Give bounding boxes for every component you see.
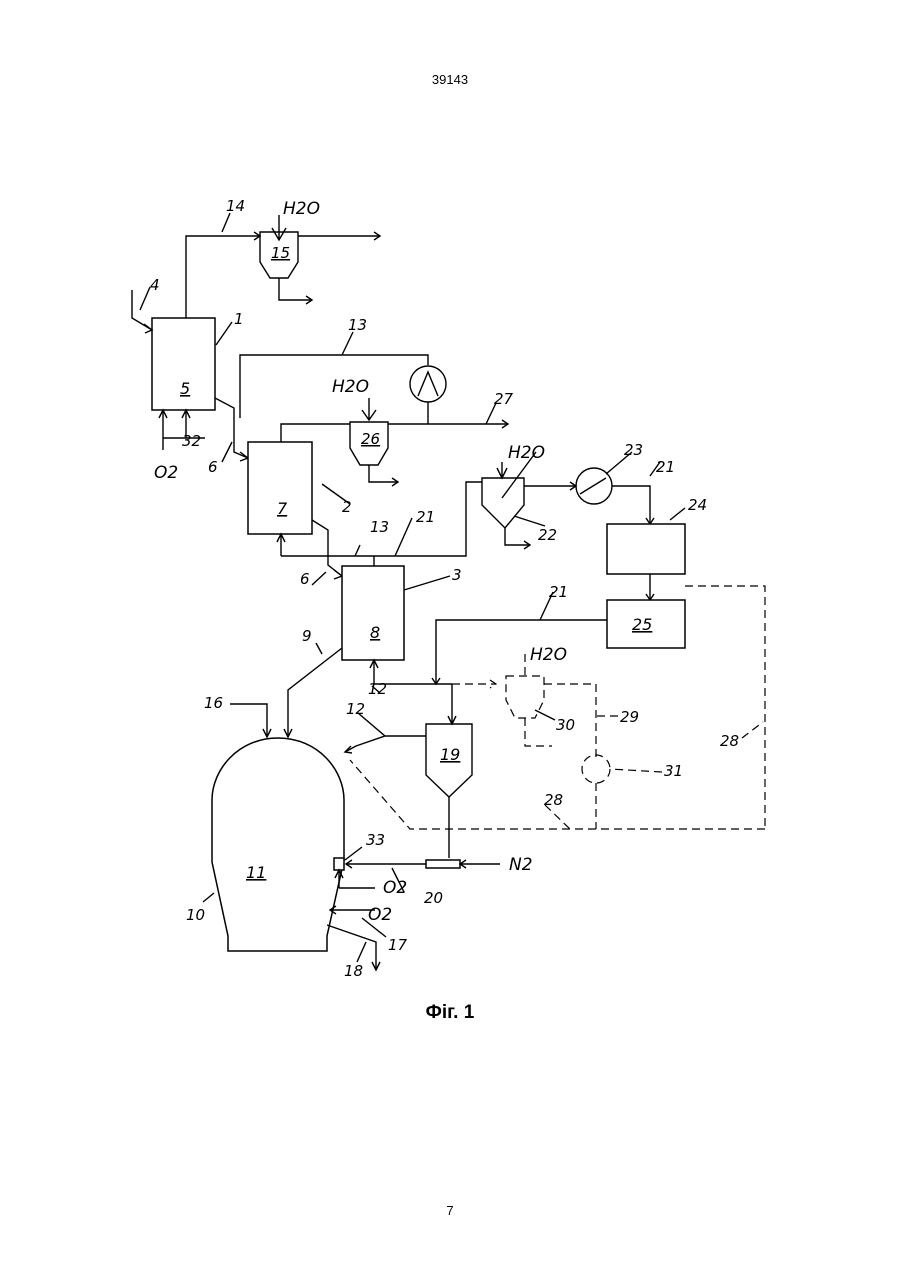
label-3: 3 xyxy=(452,566,462,584)
label-25: 25 xyxy=(632,615,652,634)
label-1: 1 xyxy=(234,310,244,328)
vessel-11 xyxy=(212,738,344,951)
line-16 xyxy=(230,704,267,735)
label-14: 14 xyxy=(226,197,245,215)
label-30: 30 xyxy=(556,716,575,734)
line-28-right xyxy=(685,586,765,829)
line-14 xyxy=(186,236,260,318)
label-n2: N2 xyxy=(509,855,533,875)
label-28-right: 28 xyxy=(720,732,739,750)
reactor-3 xyxy=(342,566,404,660)
valve-20 xyxy=(426,860,460,868)
label-12-bottom: 12 xyxy=(346,700,365,718)
label-20: 20 xyxy=(424,889,443,907)
label-15: 15 xyxy=(271,244,290,262)
label-o2-17: O2 xyxy=(368,905,392,925)
injector-33 xyxy=(334,858,344,870)
label-19: 19 xyxy=(440,745,460,764)
line-6-upper xyxy=(215,398,248,458)
label-h2o-15: H2O xyxy=(283,199,320,219)
label-o2-inlet: O2 xyxy=(154,463,178,483)
label-h2o-26: H2O xyxy=(332,377,369,397)
reactor-2 xyxy=(248,442,312,534)
label-23: 23 xyxy=(624,441,643,459)
label-7: 7 xyxy=(277,499,288,518)
label-5: 5 xyxy=(180,379,190,398)
line-21-return xyxy=(436,620,607,684)
pump-31 xyxy=(582,755,610,783)
feed-4 xyxy=(132,290,152,330)
label-21-lower: 21 xyxy=(549,583,568,601)
line-9 xyxy=(288,648,342,735)
label-12-top: 12 xyxy=(368,680,387,698)
label-21-top: 21 xyxy=(656,458,675,476)
label-32: 32 xyxy=(182,432,201,450)
oxygen-32 xyxy=(159,410,167,450)
label-16: 16 xyxy=(204,694,223,712)
line-12-to-vessel xyxy=(345,736,426,752)
label-o2-injector: O2 xyxy=(383,878,407,898)
label-22: 22 xyxy=(538,526,557,544)
line-6-lower xyxy=(312,520,342,576)
label-11: 11 xyxy=(246,863,266,882)
label-8: 8 xyxy=(370,623,380,642)
label-13-lower: 13 xyxy=(370,518,389,536)
label-h2o-22: H2O xyxy=(508,443,545,463)
label-6-lower: 6 xyxy=(300,570,310,588)
label-24: 24 xyxy=(688,496,707,514)
figure-caption: Фіг. 1 xyxy=(0,1002,900,1024)
label-17: 17 xyxy=(388,936,408,954)
label-13-upper: 13 xyxy=(348,316,367,334)
label-33: 33 xyxy=(366,831,385,849)
label-10: 10 xyxy=(186,906,205,924)
label-9: 9 xyxy=(302,627,312,645)
cyclone-22 xyxy=(482,462,530,549)
label-6-upper: 6 xyxy=(208,458,218,476)
label-21-mid: 21 xyxy=(416,508,435,526)
unit2-gas-out xyxy=(281,424,350,442)
scrubber-30 xyxy=(506,654,552,746)
label-29: 29 xyxy=(620,708,639,726)
label-27: 27 xyxy=(494,390,514,408)
label-31: 31 xyxy=(664,762,683,780)
label-h2o-30: H2O xyxy=(530,645,567,665)
label-28-lower: 28 xyxy=(544,791,563,809)
label-4: 4 xyxy=(150,276,160,294)
label-18: 18 xyxy=(344,962,363,980)
unit-24 xyxy=(607,524,685,574)
label-26: 26 xyxy=(361,430,380,448)
label-2: 2 xyxy=(342,498,352,516)
page-number: 7 xyxy=(0,1203,900,1218)
